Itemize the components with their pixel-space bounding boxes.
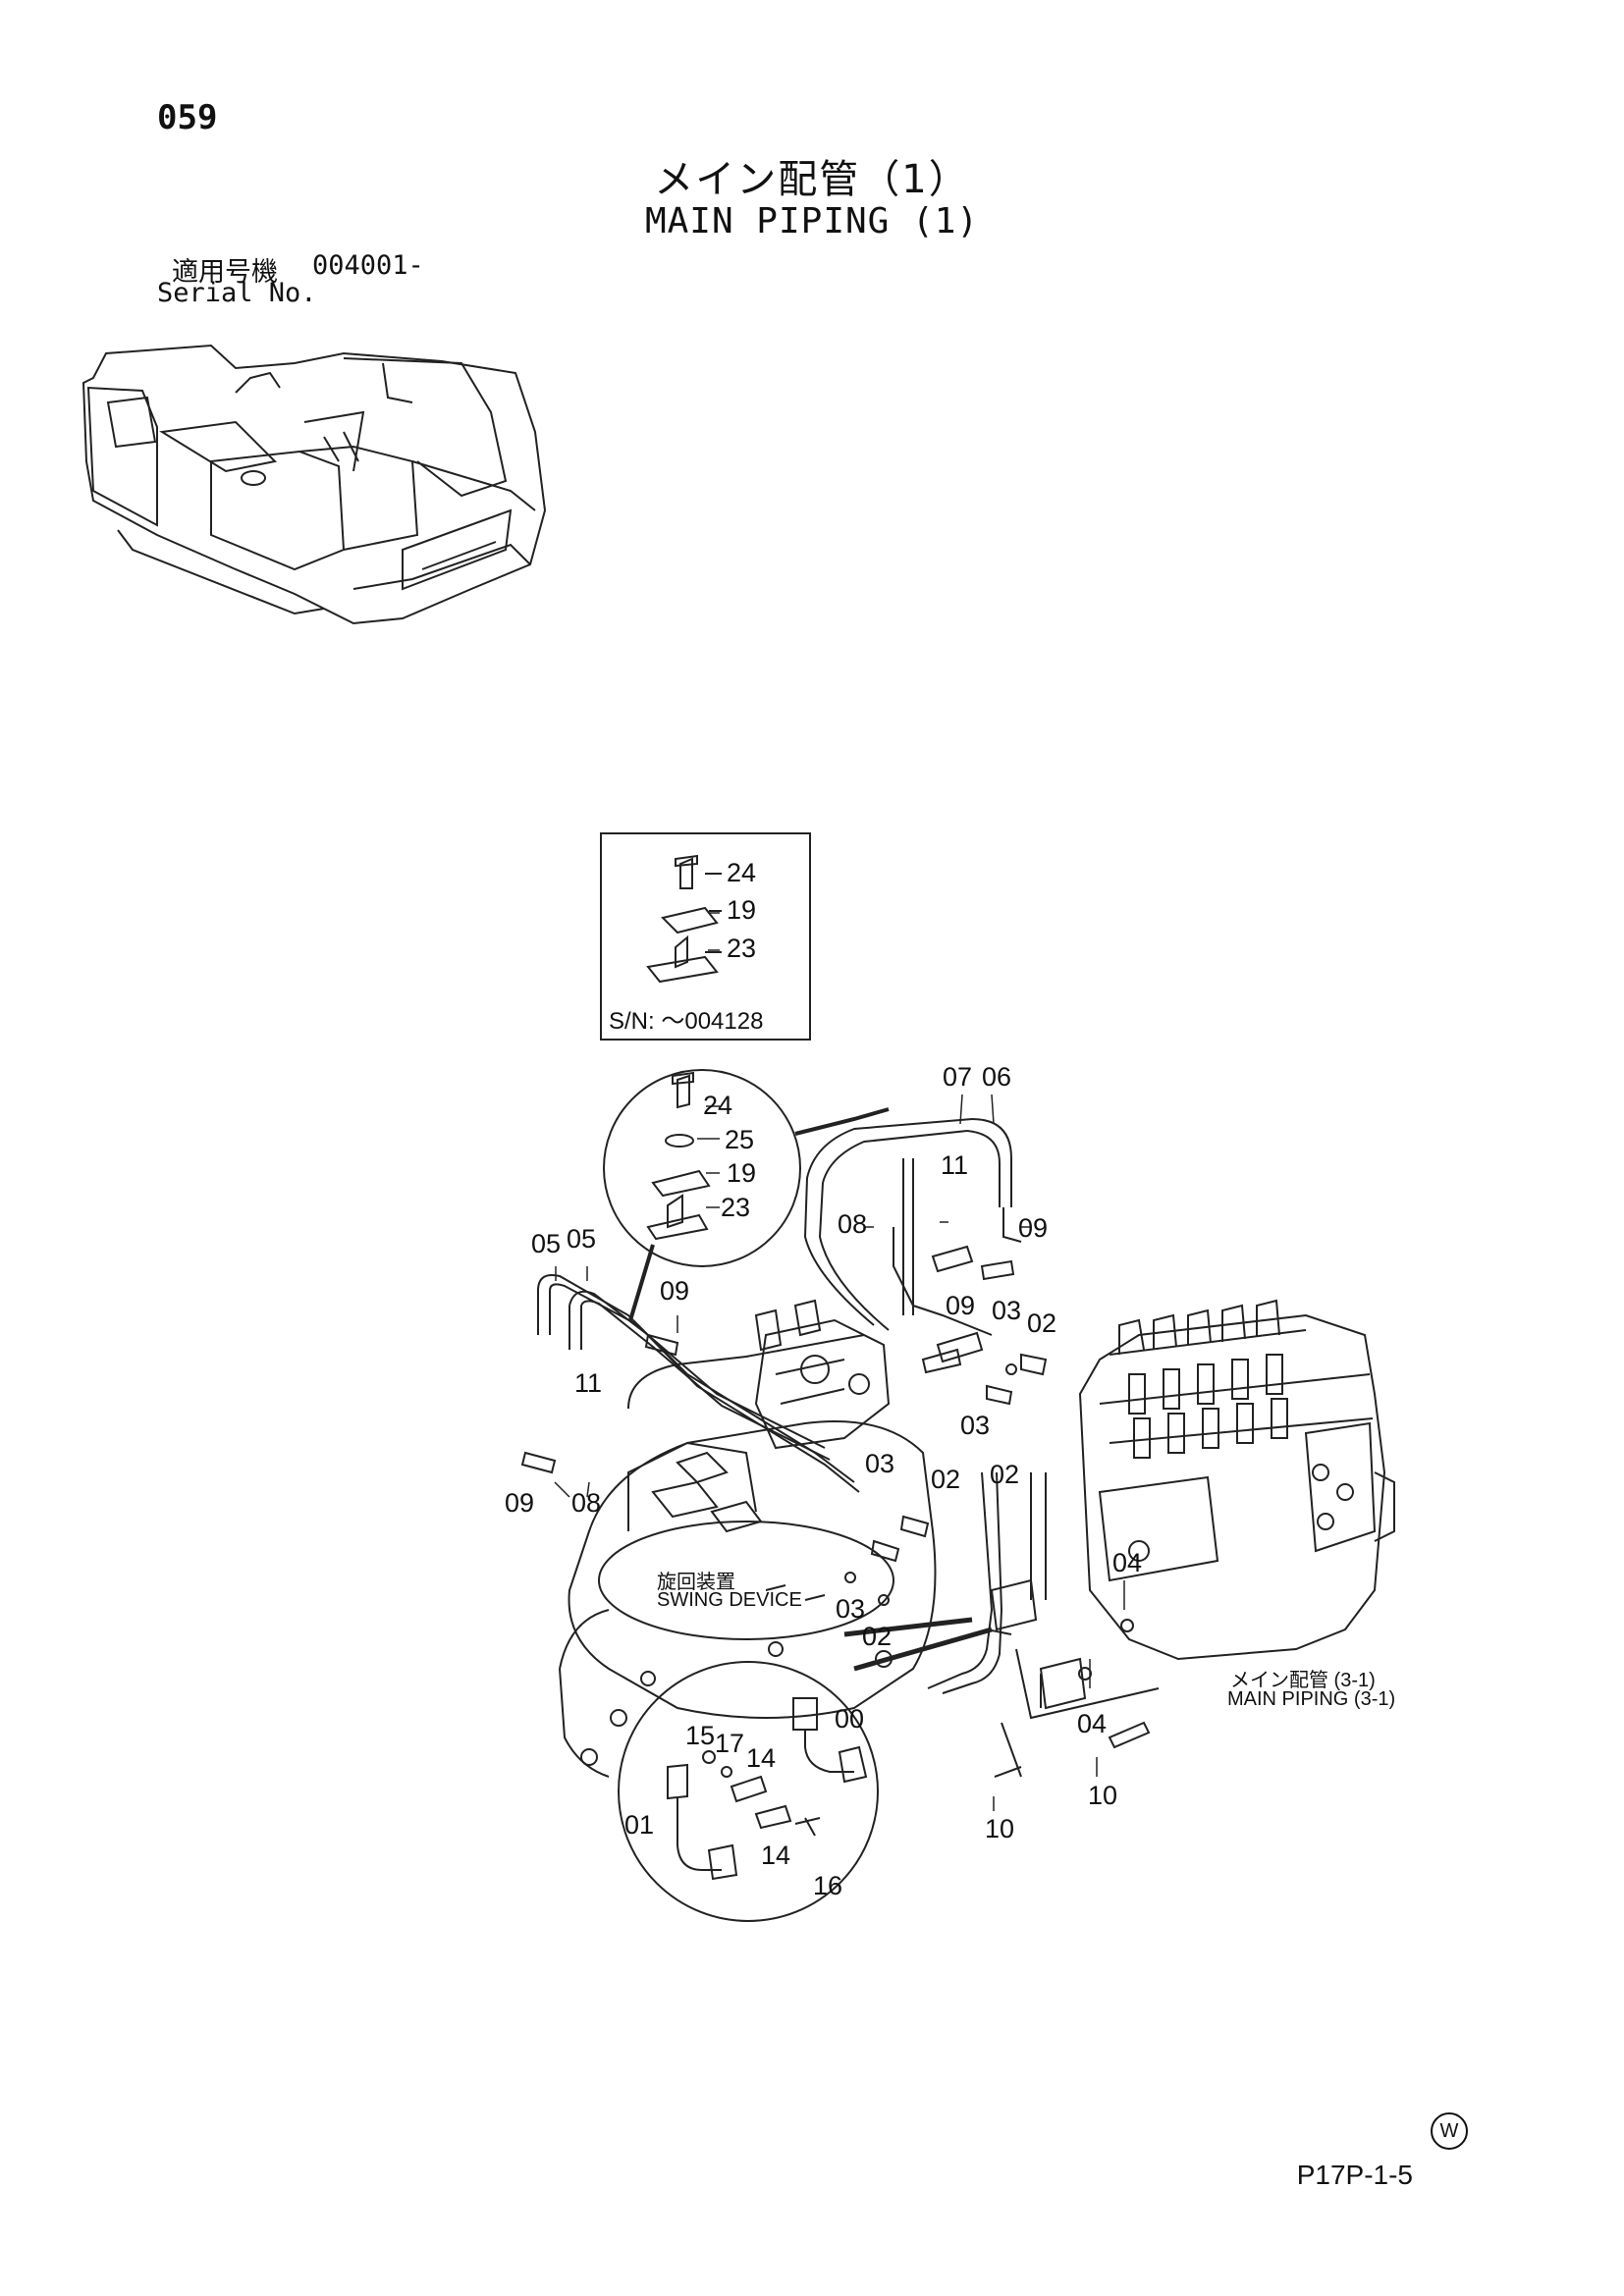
circle-callout-25: 25 [725, 1125, 755, 1154]
detail-inset-box [601, 833, 810, 1040]
callout-08-upper: 08 [838, 1209, 868, 1239]
inset-serial-note: S/N: ～004128 [609, 1008, 764, 1035]
callout-03-lower: 03 [865, 1449, 895, 1478]
circle-callout-19: 19 [727, 1158, 757, 1188]
page-number: 059 [157, 98, 218, 137]
title-japanese: メイン配管（1） [654, 157, 970, 202]
serial-value: 004001- [312, 250, 424, 281]
circle-lower-callout-14-lower: 14 [761, 1841, 791, 1870]
callout-leaders [555, 874, 1124, 1811]
callout-09-mid: 09 [660, 1276, 690, 1306]
fittings-and-bolts [522, 1247, 1159, 1777]
circle-lower-callout-00: 00 [835, 1704, 865, 1734]
callout-03-bottom: 03 [836, 1594, 866, 1624]
callout-05-left: 05 [531, 1229, 562, 1258]
callout-02-mid: 02 [990, 1460, 1020, 1489]
circle-lower-callout-15: 15 [685, 1721, 716, 1750]
swing-device-label-en: SWING DEVICE [657, 1589, 802, 1611]
detail-circle-lower [619, 1620, 992, 1921]
callout-03-mid: 03 [960, 1411, 991, 1440]
callout-09-right: 09 [946, 1291, 976, 1320]
excavator-overview-drawing [83, 346, 545, 623]
circle-lower-callout-17: 17 [715, 1729, 745, 1758]
callout-02-lower: 02 [931, 1465, 961, 1494]
callout-10-right: 10 [1088, 1781, 1118, 1810]
callout-11-lower: 11 [574, 1368, 603, 1398]
callout-03-upper: 03 [992, 1296, 1022, 1325]
serial-label-en: Serial No. [157, 278, 317, 308]
callout-09-upper: 09 [1018, 1213, 1049, 1243]
circle-callout-24: 24 [703, 1091, 733, 1120]
circle-lower-callout-14-upper: 14 [746, 1743, 777, 1773]
detail-circle-upper [604, 1070, 889, 1320]
callout-08-lower: 08 [571, 1488, 602, 1518]
control-valve-drawing [1080, 1301, 1394, 1659]
swing-device-label-ja: 旋回装置 [657, 1572, 735, 1593]
callout-05-right: 05 [567, 1224, 597, 1254]
circle-lower-callout-01: 01 [624, 1810, 655, 1840]
callout-04-upper: 04 [1112, 1548, 1143, 1577]
callout-04-lower: 04 [1077, 1709, 1108, 1738]
callout-11-upper: 11 [941, 1150, 969, 1180]
callout-02-bottom: 02 [862, 1622, 893, 1651]
callout-07: 07 [943, 1062, 973, 1092]
inset-callout-23: 23 [727, 934, 757, 963]
callout-02-upper: 02 [1027, 1308, 1057, 1338]
callout-06: 06 [982, 1062, 1012, 1092]
main-pipe-lines [538, 1119, 1046, 1693]
title-english: MAIN PIPING (1) [644, 201, 980, 241]
inset-callout-19: 19 [727, 895, 757, 925]
callout-10-left: 10 [985, 1814, 1015, 1843]
inset-callout-24: 24 [727, 858, 757, 887]
circle-lower-callout-16: 16 [813, 1871, 843, 1900]
ref-main-piping-ja: メイン配管 (3-1) [1230, 1670, 1376, 1691]
page-code: P17P-1-5 [1296, 2160, 1413, 2190]
watermark-w-icon: W [1431, 2112, 1468, 2150]
serial-label-ja: 適用号機 [172, 257, 278, 288]
circle-callout-23: 23 [721, 1193, 751, 1222]
callout-09-left: 09 [505, 1488, 535, 1518]
ref-main-piping-en: MAIN PIPING (3-1) [1227, 1688, 1396, 1710]
swing-device-drawing [560, 1301, 936, 1777]
